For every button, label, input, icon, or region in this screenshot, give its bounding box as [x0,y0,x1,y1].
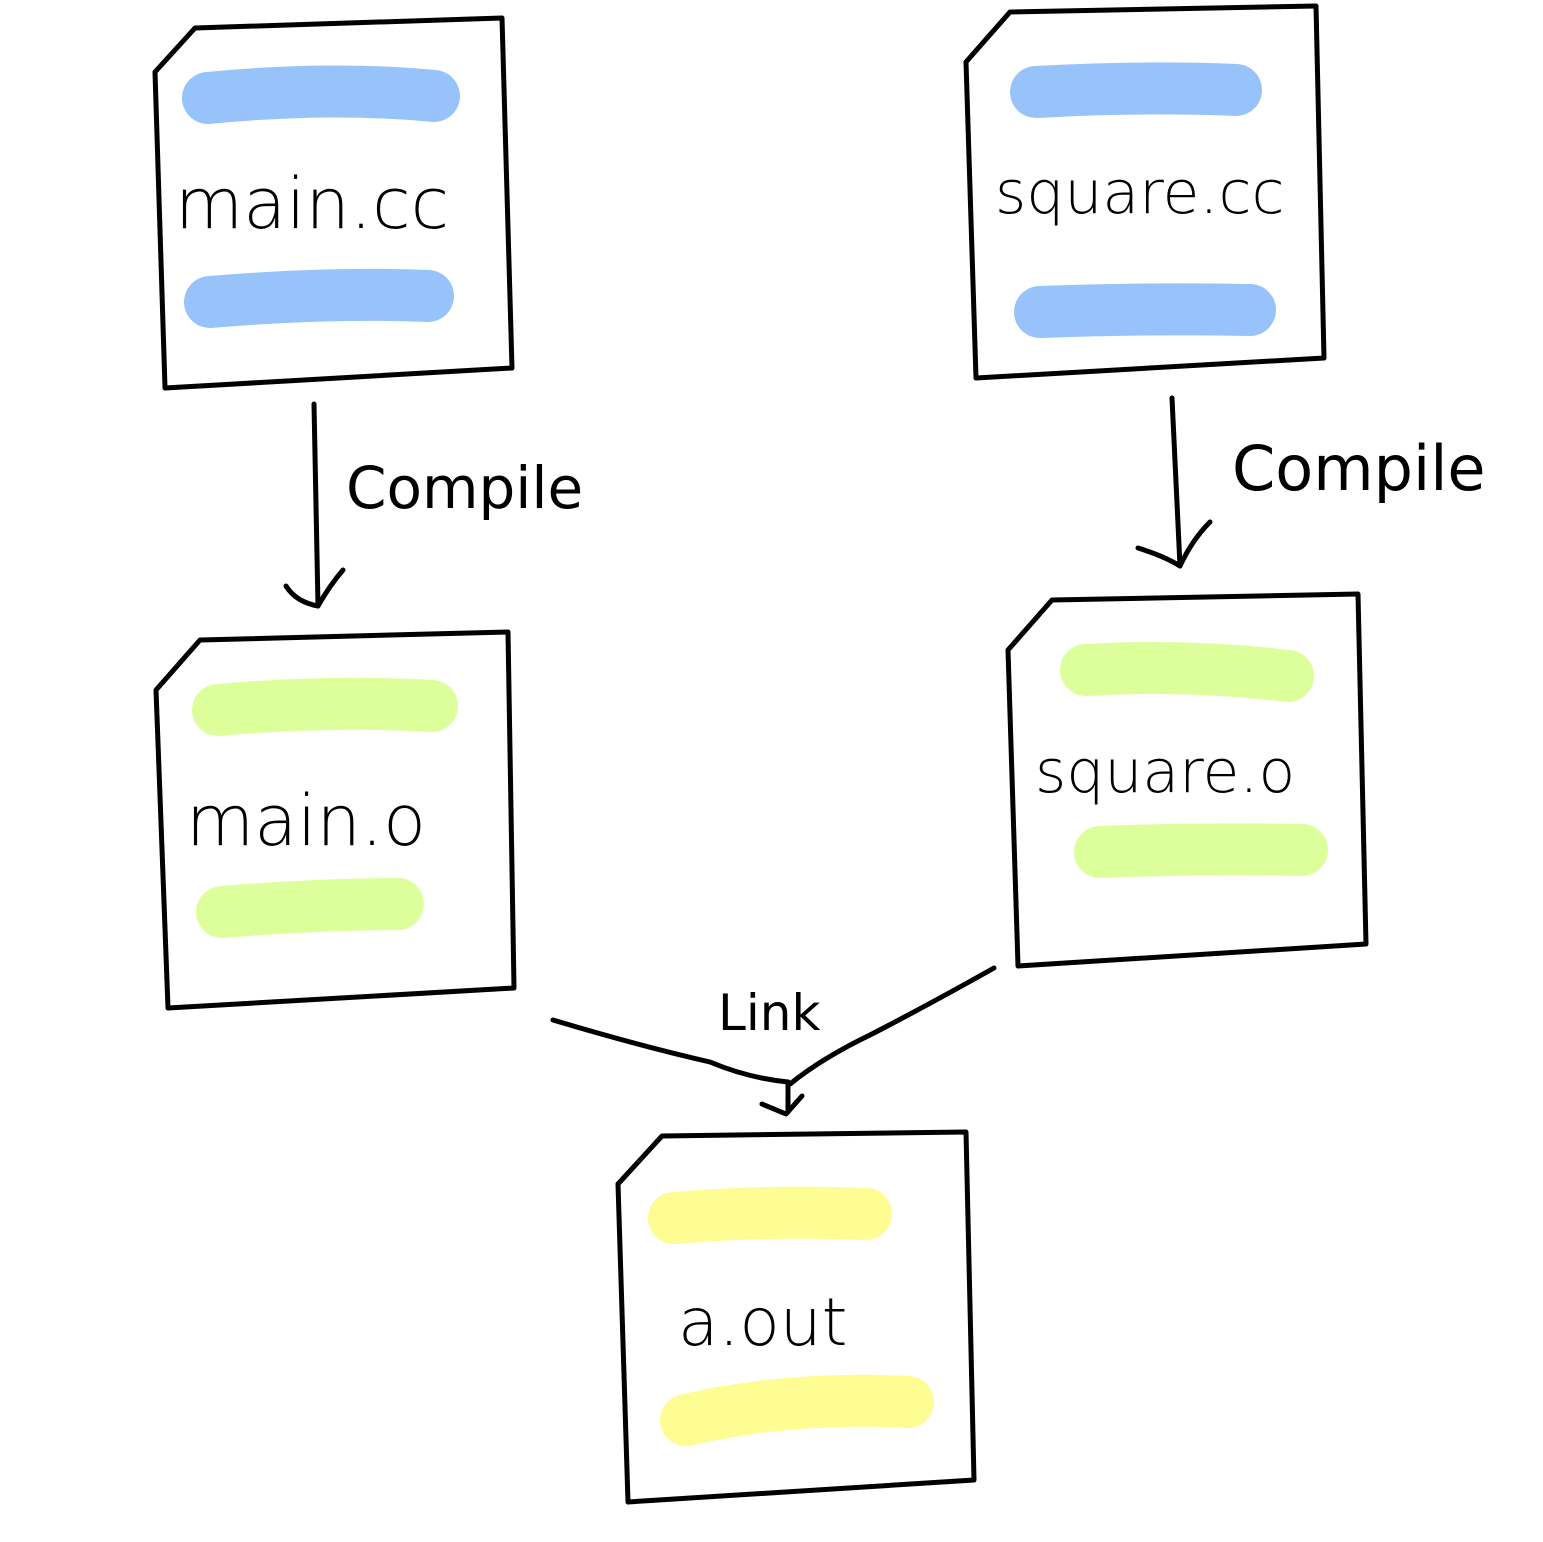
file-square-o-stripe-bottom [1074,823,1328,878]
arrow-compile-main-label: Compile [346,454,583,522]
file-main-cc-stripe-bottom [184,268,454,328]
file-square-cc-stripe-top [1010,62,1262,118]
arrow-compile-square-head [1135,519,1213,569]
arrow-link-from-square-o [787,965,997,1087]
file-main-o-stripe-top [192,677,458,736]
file-a-out: a.out [615,1129,977,1505]
arrow-compile-square: Compile [1135,395,1486,569]
arrow-compile-main: Compile [283,401,583,609]
arrow-compile-square-label: Compile [1232,432,1486,505]
file-a-out-label: a.out [678,1284,848,1361]
file-main-o-stripe-bottom [196,878,424,938]
file-main-o: main.o [153,629,517,1011]
file-square-cc-stripe-bottom [1014,283,1276,338]
arrow-link-from-main-o [550,1017,791,1085]
file-main-o-label: main.o [186,780,426,862]
file-square-o-stripe-top [1060,642,1314,702]
arrow-link-head [759,1093,805,1117]
file-square-o-label: square.o [1035,737,1295,807]
file-square-o: square.o [1005,591,1369,969]
file-a-out-stripe-top [648,1186,892,1244]
file-main-cc-stripe-top [182,65,460,124]
file-main-cc: main.cc [152,15,515,391]
arrow-compile-square-shaft [1169,395,1183,569]
arrow-link-label: Link [718,984,820,1042]
file-square-cc: square.cc [963,3,1327,381]
arrow-link: Link [550,965,997,1117]
arrow-compile-main-shaft [311,401,321,609]
arrow-compile-main-head [283,567,346,609]
file-main-cc-label: main.cc [175,163,449,245]
file-square-cc-label: square.cc [995,158,1284,228]
file-a-out-stripe-bottom [660,1374,934,1446]
